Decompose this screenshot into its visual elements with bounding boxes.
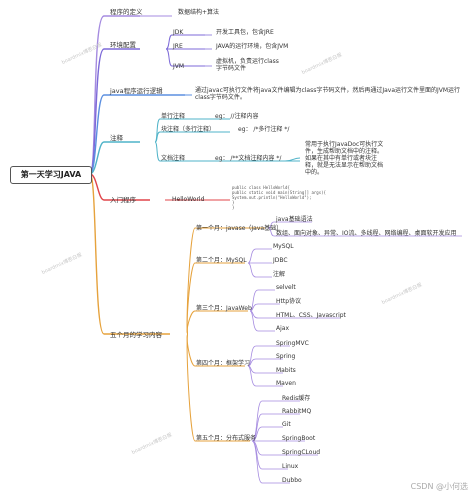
node-dubbo[interactable]: Dubbo: [282, 477, 302, 484]
code-line: public static void main(String[] args){: [232, 190, 326, 195]
node-java-topics[interactable]: 数组、面向对象、异常、IO流、多线程、网络编程、桌面软开发应用: [276, 230, 457, 237]
node-block-comment-eg: eg： /*多行注释 */: [238, 126, 290, 133]
node-jdbc[interactable]: JDBC: [273, 257, 288, 264]
node-month-5[interactable]: 第五个月：分布式服务: [196, 435, 257, 442]
branch-environment-config[interactable]: 环境配置: [110, 41, 136, 49]
node-month-4[interactable]: 第四个月：框架学习: [196, 360, 251, 367]
node-jre-desc: JAVA的运行环境，包含JVM: [216, 43, 289, 50]
node-annotation[interactable]: 注解: [273, 271, 286, 278]
node-springcloud[interactable]: SpringCLoud: [282, 449, 321, 456]
node-block-comment[interactable]: 块注释（多行注释）: [161, 126, 216, 133]
node-redis[interactable]: Redis缓存: [282, 395, 311, 402]
node-month-3[interactable]: 第三个月：JavaWeb: [196, 305, 252, 312]
node-data-structure-algorithm[interactable]: 数据结构+算法: [178, 9, 220, 16]
node-java-syntax[interactable]: java基础语法: [276, 216, 313, 223]
node-mysql[interactable]: MySQL: [273, 243, 294, 250]
node-ajax[interactable]: Ajax: [276, 325, 289, 332]
code-line: System.out.println("HelloWorld");: [232, 195, 312, 200]
node-jvm[interactable]: JVM: [173, 63, 185, 70]
node-jdk[interactable]: JDK: [173, 29, 184, 36]
link-b6: [89, 173, 170, 335]
root-node[interactable]: 第一天学习JAVA: [10, 166, 92, 184]
branch-comments[interactable]: 注释: [110, 134, 123, 142]
node-http[interactable]: Http协议: [276, 298, 302, 305]
node-doc-comment-eg: eg： /**文档注释内容 */: [215, 155, 282, 162]
code-line: }: [232, 200, 235, 205]
branch-intro-program[interactable]: 入门程序: [110, 196, 136, 204]
node-single-comment[interactable]: 单行注释: [161, 113, 186, 120]
node-single-comment-eg: eg： //注释内容: [215, 113, 259, 120]
node-html-css-js[interactable]: HTML、CSS、Javascript: [276, 312, 346, 319]
footer-credit: CSDN @小何选: [410, 482, 468, 491]
node-helloworld[interactable]: HelloWorld: [172, 196, 205, 203]
code-line: public class HelloWorld{: [232, 185, 290, 190]
node-rabbitmq[interactable]: RabbitMQ: [282, 408, 312, 415]
node-linux[interactable]: Linux: [282, 463, 299, 470]
node-jvm-desc: 虚拟机，负责运行class字节码文件: [216, 58, 279, 72]
link-b4: [89, 141, 140, 175]
node-git[interactable]: Git: [282, 421, 291, 428]
branch-five-months[interactable]: 五个月的学习内容: [110, 331, 162, 339]
node-springboot[interactable]: SpringBoot: [282, 435, 316, 442]
branch-run-logic[interactable]: java程序运行逻辑: [110, 87, 163, 95]
node-month-1[interactable]: 第一个月：javase（Java基础）: [196, 225, 283, 232]
node-jre[interactable]: JRE: [173, 43, 183, 50]
node-maven[interactable]: Maven: [276, 380, 296, 387]
code-snippet: public class HelloWorld{ public static v…: [232, 185, 326, 210]
node-spring[interactable]: Spring: [276, 353, 296, 360]
node-mabits[interactable]: Mabits: [276, 367, 296, 374]
node-month-2[interactable]: 第二个月：MySQL: [196, 257, 247, 264]
code-line: }: [232, 205, 235, 210]
node-run-logic-desc: 通过javac可执行文件将java文件编辑为class字节码文件，然后再通过Ja…: [195, 87, 461, 101]
node-springmvc[interactable]: SpringMVC: [276, 340, 309, 347]
link-b3: [89, 94, 185, 175]
node-doc-comment-note: 常用于执行JavaDoc可执行文件，生成帮助文档中的注释。如果在其中有单行或者块…: [305, 141, 384, 176]
node-doc-comment[interactable]: 文档注释: [161, 155, 186, 162]
node-jdk-desc: 开发工具包，包含JRE: [216, 29, 274, 36]
node-servlet[interactable]: selvelt: [276, 284, 296, 291]
branch-program-definition[interactable]: 程序的定义: [110, 8, 143, 16]
